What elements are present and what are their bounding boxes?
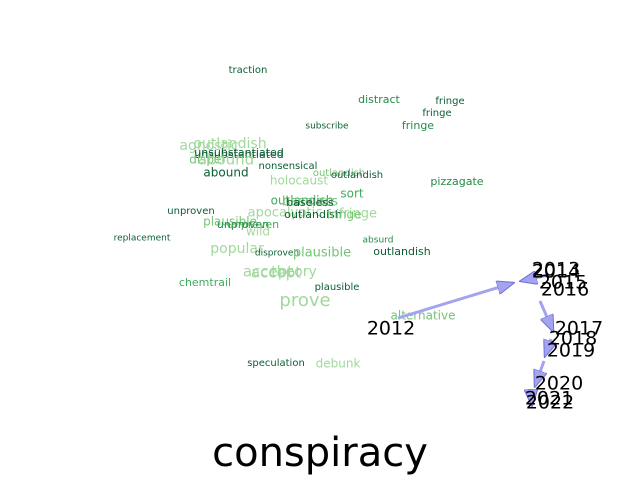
year-label: 2016 [541, 279, 589, 301]
neighbor-word: outlandish [331, 170, 383, 181]
trajectory-arrow [397, 283, 513, 320]
neighbor-word: unproven [167, 206, 214, 217]
neighbor-word: unproven [227, 218, 279, 231]
neighbor-word: fringe [422, 108, 451, 119]
neighbor-word: speculation [247, 358, 305, 369]
year-label: 2022 [526, 392, 574, 414]
neighbor-word: replacement [114, 234, 171, 244]
neighbor-word: abound [203, 166, 248, 180]
year-label: 2014 [532, 261, 580, 283]
neighbor-word: debunk [316, 357, 361, 371]
year-label: 2020 [535, 373, 583, 395]
year-label: 2013 [532, 259, 580, 281]
trajectory-arrow [535, 360, 544, 386]
chart-title: conspiracy [212, 430, 428, 476]
neighbor-word: fringe [402, 119, 434, 132]
neighbor-word: agnostic [179, 138, 238, 154]
neighbor-word: popular [210, 241, 264, 257]
neighbor-word: unsubstantiated [194, 148, 284, 161]
neighbor-word: baseless [282, 195, 338, 210]
neighbor-word: unproven [217, 218, 269, 231]
neighbor-word: subscribe [305, 122, 349, 132]
neighbor-word: wild [246, 225, 270, 239]
trajectory-arrow [521, 275, 549, 281]
neighbor-word: outlandish [193, 136, 266, 152]
neighbor-word: outlandish [373, 245, 431, 258]
trajectory-arrow [538, 300, 555, 331]
neighbor-word: outlandish [313, 168, 365, 179]
trajectory-arrows [397, 275, 555, 405]
neighbor-word: abound [198, 151, 254, 169]
neighbor-word: distract [358, 93, 400, 106]
year-label: 2017 [555, 318, 603, 340]
neighbor-word: fringe [326, 208, 361, 222]
neighbor-word: prove [279, 290, 330, 311]
trajectory-arrow [545, 338, 551, 356]
neighbor-word: disproven [255, 249, 299, 259]
neighbor-word: plausible [203, 215, 257, 229]
neighbor-word: nonsensical [259, 161, 318, 172]
neighbor-word: chemtrail [179, 276, 231, 289]
year-label: 2021 [525, 388, 573, 410]
year-label: 2015 [539, 272, 587, 294]
year-label: 2019 [547, 340, 595, 362]
neighbor-word: alternative [391, 309, 456, 323]
neighbor-word: pizzagate [430, 175, 483, 188]
neighbor-word: accept [251, 264, 301, 282]
neighbor-word: fringe [339, 207, 377, 222]
neighbor-word: theory [271, 264, 317, 280]
neighbor-word: sort [340, 187, 364, 201]
neighbor-word: holocaust [270, 174, 328, 188]
neighbor-word: outlandish [284, 208, 342, 221]
trajectory-arrow [531, 389, 532, 405]
neighbor-word: plausible [293, 246, 351, 261]
neighbor-word: absurd [363, 236, 394, 246]
neighbor-word: plausible [315, 282, 360, 293]
year-label: 2018 [549, 328, 597, 350]
neighbor-word: traction [229, 65, 268, 76]
neighbor-word: outlandish [271, 194, 334, 208]
neighbor-word: unsubstantiated [194, 146, 284, 159]
neighbor-word: baseless [286, 196, 334, 209]
neighbor-word: dispel [189, 153, 225, 167]
neighbor-word: fringe [435, 96, 464, 107]
neighbor-word: apocalyptic [248, 206, 323, 221]
year-label: 2012 [367, 318, 415, 340]
neighbor-word: accept [243, 263, 293, 281]
